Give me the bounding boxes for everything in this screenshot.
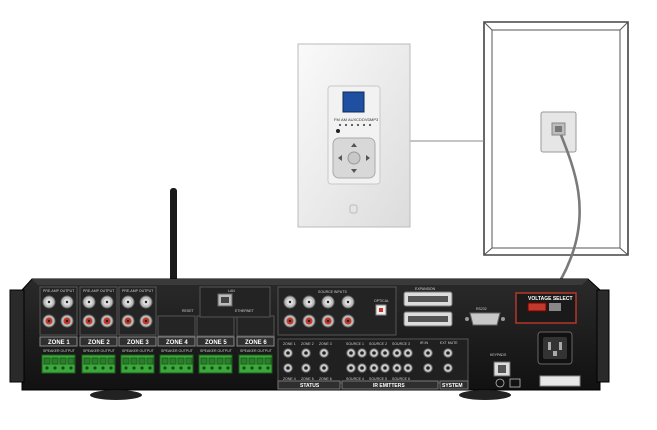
keypad-lcd bbox=[342, 91, 365, 113]
source-inputs-label: SOURCE INPUTS bbox=[318, 290, 347, 294]
keypad-up-icon bbox=[351, 143, 357, 147]
speaker-terminal-block bbox=[238, 354, 273, 374]
status-zone-label: ZONE 2 bbox=[301, 342, 314, 346]
lan-panel: LAN ETHERNET RESET bbox=[182, 286, 271, 318]
keypads-panel: KEYPADS bbox=[490, 353, 511, 377]
speaker-terminal-block bbox=[120, 354, 155, 374]
zone-label: ZONE 5 bbox=[205, 340, 227, 346]
zone-panel: ZONE 6 SPEAKER OUTPUT bbox=[236, 315, 275, 374]
zone-label: ZONE 1 bbox=[48, 340, 70, 346]
zone-preamp-label: PRE-AMP OUTPUT bbox=[43, 289, 75, 293]
ir-emitters-label: IR EMITTERS bbox=[373, 383, 405, 389]
status-zone-label: ZONE 3 bbox=[319, 342, 332, 346]
source-inputs-panel: SOURCE INPUTS OPTICAL bbox=[277, 286, 397, 336]
zone-speaker-output-label: SPEAKER OUTPUT bbox=[200, 349, 233, 353]
ir-source-label: SOURCE 3 bbox=[392, 342, 410, 346]
zone-panel: PRE-AMP OUTPUT ZONE 2 SPEAKER OUTPUT bbox=[79, 286, 118, 374]
speaker-terminal-block bbox=[41, 354, 76, 374]
status-ir-panel: STATUS IR EMITTERS SYSTEM IR IN EXT MUTE… bbox=[277, 338, 469, 390]
zone-label: ZONE 6 bbox=[245, 340, 267, 346]
keypad-indicator-label: AM bbox=[341, 117, 347, 122]
status-zone-label: ZONE 4 bbox=[283, 377, 296, 381]
ir-source-label: SOURCE 2 bbox=[369, 342, 387, 346]
zone-label: ZONE 2 bbox=[88, 340, 110, 346]
wall-keypad: FM AM AUX CD DVD MP3 bbox=[297, 43, 411, 228]
keypad-power-button bbox=[336, 129, 340, 133]
wall-jack bbox=[540, 111, 577, 153]
system-label: SYSTEM bbox=[442, 383, 463, 389]
keypad-indicator-label: FM bbox=[334, 117, 340, 122]
status-label: STATUS bbox=[300, 383, 320, 389]
status-zone-label: ZONE 5 bbox=[301, 377, 314, 381]
zone-speaker-output-label: SPEAKER OUTPUT bbox=[83, 349, 116, 353]
zone-preamp-label: PRE-AMP OUTPUT bbox=[83, 289, 115, 293]
ethernet-label: ETHERNET bbox=[235, 309, 255, 313]
keypad-down-icon bbox=[351, 169, 357, 173]
keypad-left-icon bbox=[338, 155, 342, 161]
zone-panel: PRE-AMP OUTPUT ZONE 1 SPEAKER OUTPUT bbox=[39, 286, 78, 374]
keypad-indicator-label: MP3 bbox=[370, 117, 379, 122]
ext-mute-label: EXT MUTE bbox=[440, 341, 458, 345]
rs232-port bbox=[469, 312, 501, 326]
speaker-terminal-block bbox=[159, 354, 194, 374]
keypad-right-icon bbox=[366, 155, 370, 161]
keypad-screw-slot bbox=[349, 204, 358, 214]
voltage-select-label: VOLTAGE SELECT bbox=[528, 296, 573, 302]
voltage-switch bbox=[527, 302, 547, 312]
keypad-indicator-label: AUX bbox=[348, 117, 357, 122]
zone-panel: PRE-AMP OUTPUT ZONE 3 SPEAKER OUTPUT bbox=[118, 286, 157, 374]
keypad-indicator-label: DVD bbox=[362, 117, 371, 122]
receiver-foot bbox=[90, 390, 142, 400]
keypad-select-button bbox=[347, 151, 361, 165]
zone-speaker-output-label: SPEAKER OUTPUT bbox=[43, 349, 76, 353]
keypads-label: KEYPADS bbox=[490, 353, 507, 357]
compliance-marks bbox=[495, 375, 581, 388]
expansion-panel: EXPANSION bbox=[403, 287, 453, 327]
speaker-terminal-block bbox=[81, 354, 116, 374]
optical-label: OPTICAL bbox=[374, 299, 389, 303]
ir-in-label: IR IN bbox=[420, 341, 428, 345]
ir-source-label: SOURCE 1 bbox=[346, 342, 364, 346]
lan-label: LAN bbox=[228, 289, 235, 293]
status-zone-label: ZONE 6 bbox=[319, 377, 332, 381]
zone-preamp-label: PRE-AMP OUTPUT bbox=[122, 289, 154, 293]
zone-speaker-output-label: SPEAKER OUTPUT bbox=[161, 349, 194, 353]
receiver-foot bbox=[459, 390, 511, 400]
rs232-label: RS232 bbox=[476, 307, 487, 311]
zone-speaker-output-label: SPEAKER OUTPUT bbox=[122, 349, 155, 353]
keypad-indicator-label: CD bbox=[356, 117, 362, 122]
ir-source-label: SOURCE 4 bbox=[346, 377, 364, 381]
zone-label: ZONE 4 bbox=[166, 340, 188, 346]
zone-panel: ZONE 4 SPEAKER OUTPUT bbox=[157, 315, 196, 374]
power-inlet bbox=[537, 331, 573, 365]
zone-speaker-output-label: SPEAKER OUTPUT bbox=[240, 349, 273, 353]
rs232-panel: RS232 bbox=[465, 307, 505, 326]
reset-label: RESET bbox=[182, 309, 195, 313]
expansion-label: EXPANSION bbox=[415, 287, 436, 291]
keypad-indicator-row: FM AM AUX CD DVD MP3 bbox=[334, 117, 379, 127]
ir-source-label: SOURCE 5 bbox=[369, 377, 387, 381]
speaker-terminal-block bbox=[198, 354, 233, 374]
voltage-select-panel: VOLTAGE SELECT bbox=[515, 292, 577, 324]
ir-source-label: SOURCE 6 bbox=[392, 377, 410, 381]
zone-label: ZONE 3 bbox=[127, 340, 149, 346]
zone-panel: ZONE 5 SPEAKER OUTPUT bbox=[196, 315, 235, 374]
status-zone-label: ZONE 1 bbox=[283, 342, 296, 346]
